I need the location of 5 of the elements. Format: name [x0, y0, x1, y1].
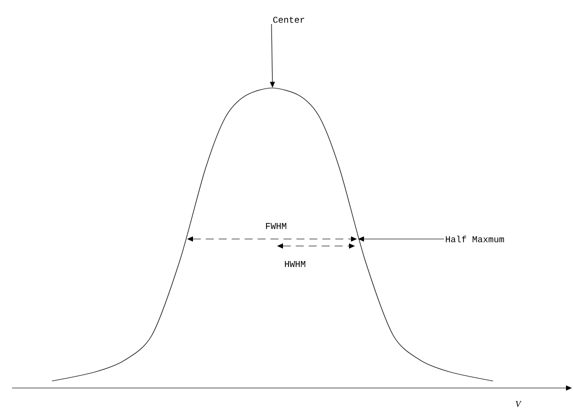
callout-text: Center: [273, 16, 304, 23]
label: FWHM: [266, 223, 286, 229]
callout-text: Half Maxmum: [446, 236, 504, 242]
label: V: [516, 401, 522, 407]
label: HWHM: [284, 261, 306, 267]
